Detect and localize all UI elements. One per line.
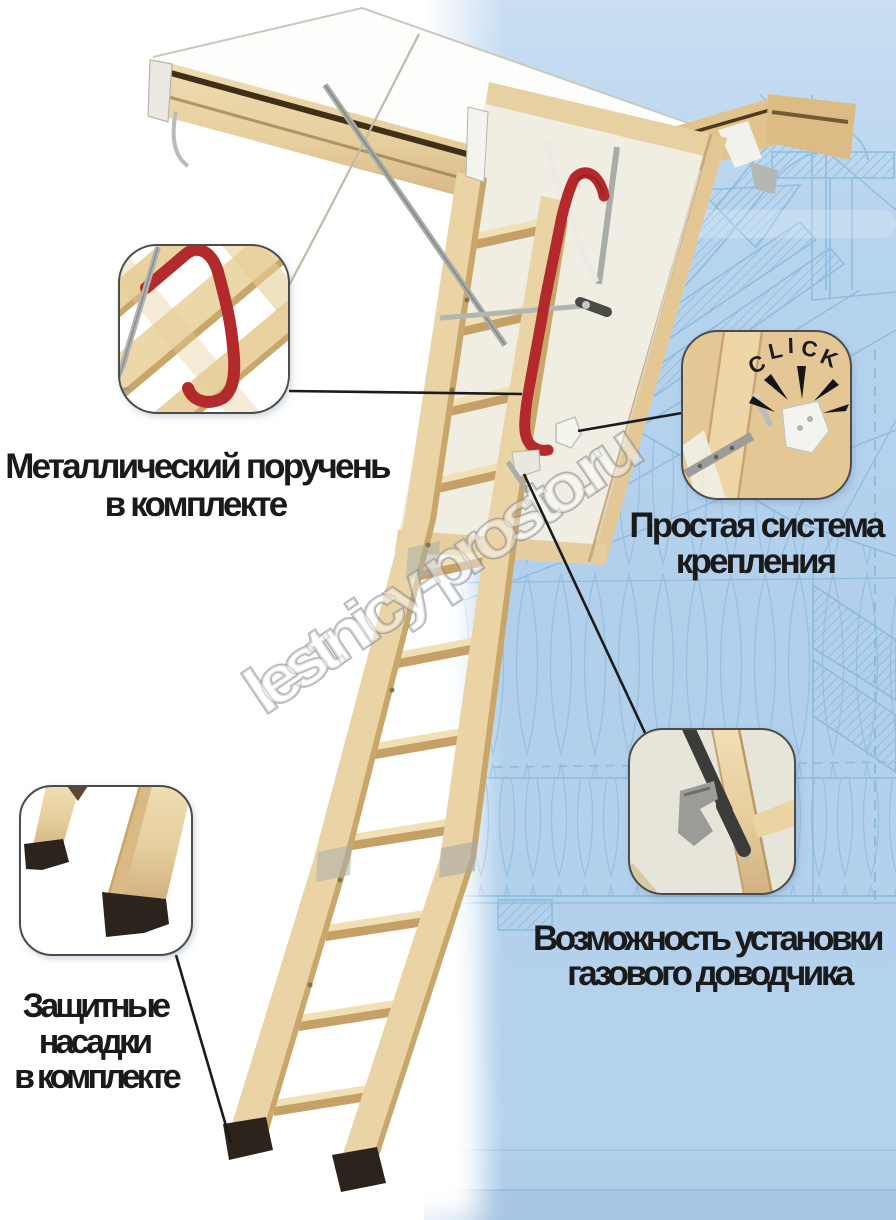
svg-text:Металлический поручень: Металлический поручень [5,447,391,486]
svg-text:C: C [799,335,819,363]
svg-text:Возможность установки: Возможность установки [533,919,883,958]
svg-text:в комплекте: в комплекте [105,485,288,524]
svg-text:крепления: крепления [676,542,835,581]
svg-text:в комплекте: в комплекте [14,1058,181,1096]
svg-text:I: I [787,333,794,358]
svg-text:Простая система: Простая система [629,506,885,545]
svg-text:насадки: насадки [39,1023,151,1061]
svg-text:L: L [766,337,785,364]
svg-text:Защитные: Защитные [23,987,170,1025]
svg-text:газового доводчика: газового доводчика [567,954,855,993]
